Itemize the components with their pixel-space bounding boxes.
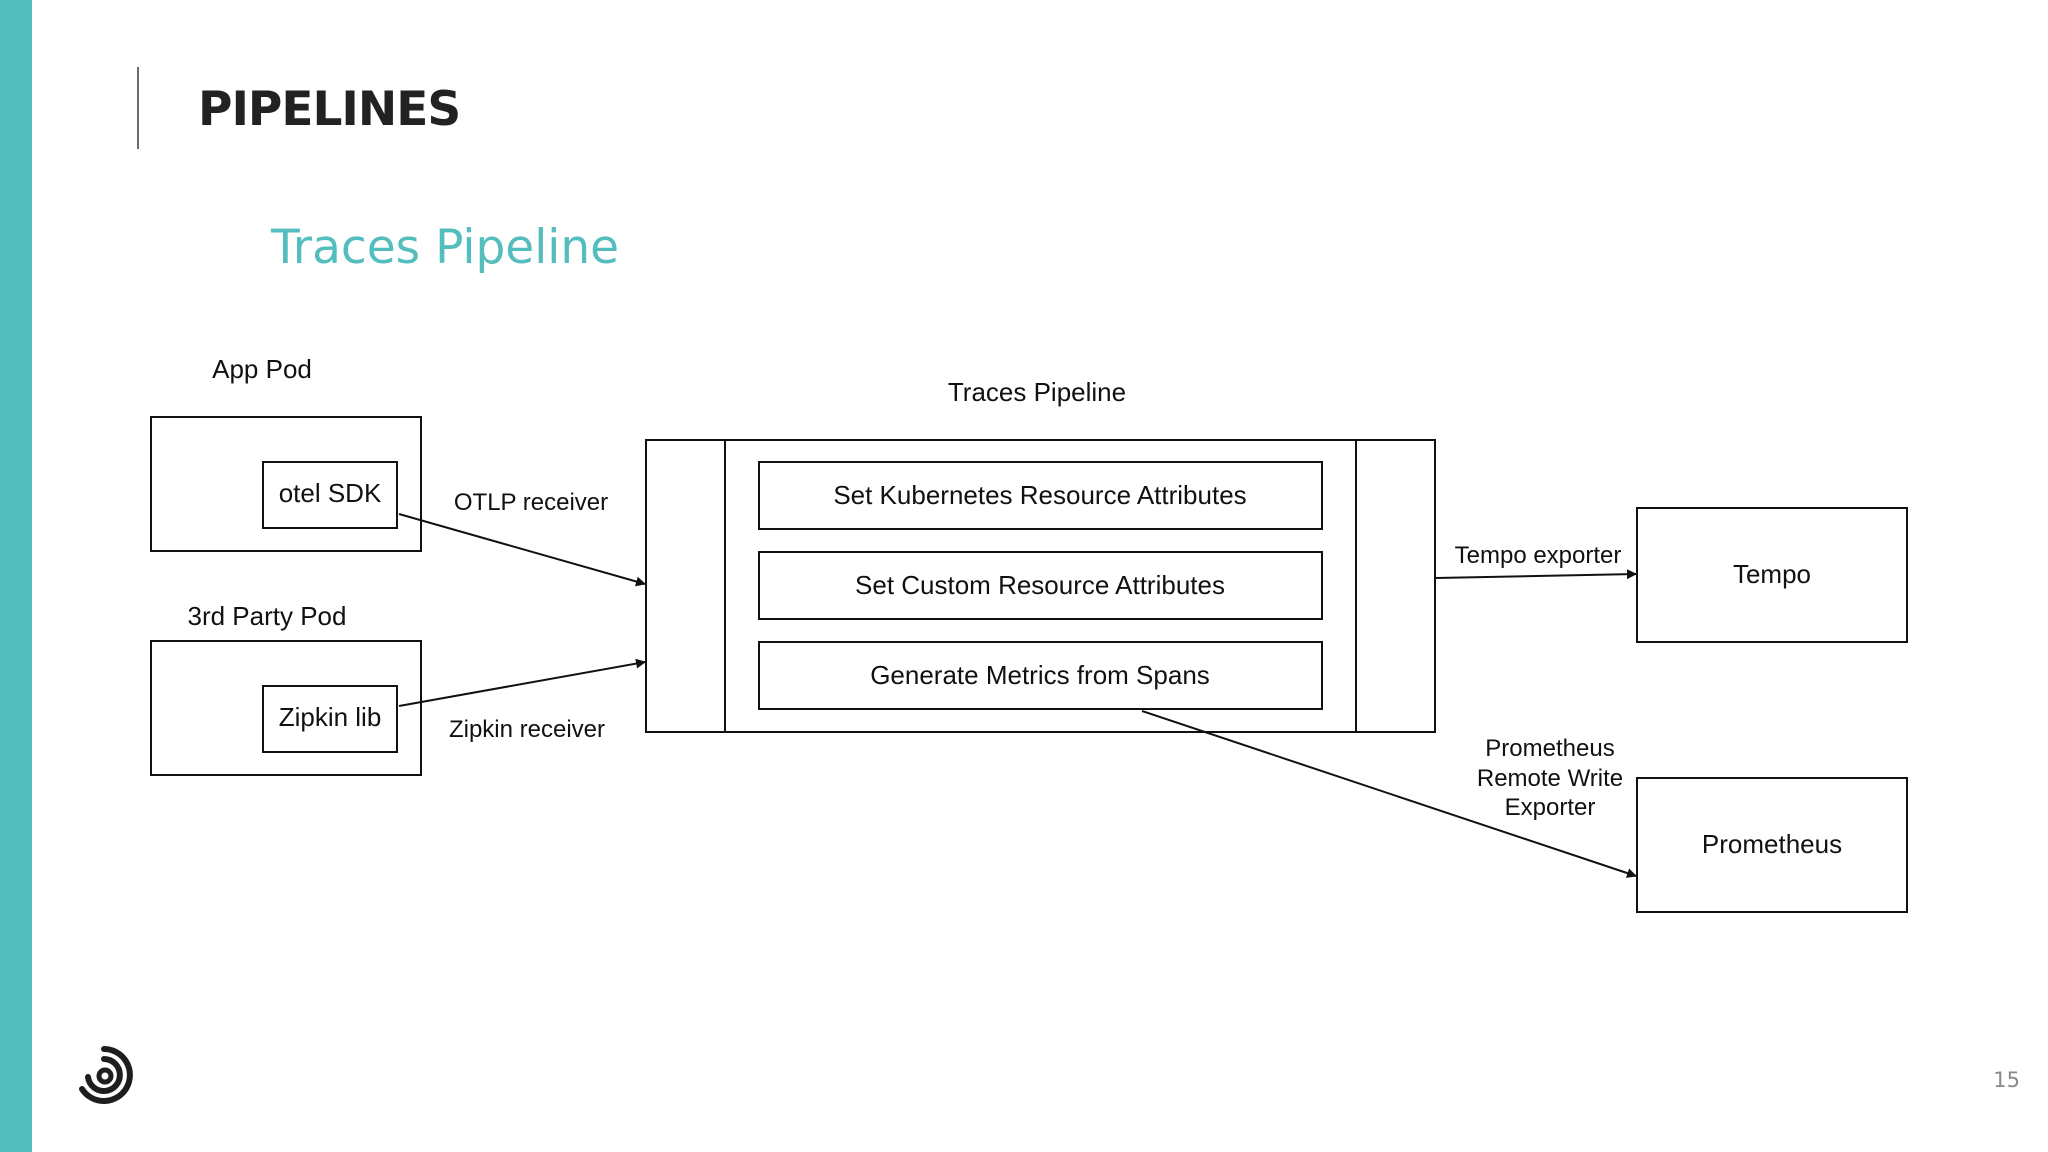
processor-box bbox=[758, 641, 1323, 710]
zipkin-lib-box bbox=[262, 685, 398, 753]
tempo-label: Tempo bbox=[1733, 559, 1811, 589]
zipkin-lib-label: Zipkin lib bbox=[279, 702, 382, 732]
app-pod-box bbox=[150, 416, 422, 552]
processor-label: Generate Metrics from Spans bbox=[870, 660, 1210, 690]
accent-bar bbox=[0, 0, 32, 1152]
prometheus-label: Prometheus bbox=[1702, 829, 1842, 859]
processor-box bbox=[758, 461, 1323, 530]
processor-box bbox=[758, 551, 1323, 620]
prometheus-box bbox=[1636, 777, 1908, 913]
prometheus-exporter-label: Remote Write bbox=[1477, 765, 1623, 792]
title-divider bbox=[137, 67, 139, 149]
tempo-arrow bbox=[1435, 569, 1637, 580]
pipeline-box bbox=[645, 439, 1436, 733]
otlp-arrow bbox=[398, 513, 646, 587]
prometheus-exporter-label: Exporter bbox=[1505, 794, 1596, 821]
otel-sdk-box bbox=[262, 461, 398, 529]
tempo-exporter-label: Tempo exporter bbox=[1455, 542, 1622, 569]
third-party-pod-box bbox=[150, 640, 422, 776]
zipkin-receiver-label: Zipkin receiver bbox=[449, 716, 605, 743]
slide-title: PIPELINES bbox=[198, 82, 461, 137]
prometheus-exporter-label: Prometheus bbox=[1485, 735, 1614, 762]
processor-label: Set Kubernetes Resource Attributes bbox=[833, 480, 1246, 510]
pipeline-label: Traces Pipeline bbox=[948, 377, 1126, 407]
otel-sdk-label: otel SDK bbox=[279, 478, 382, 508]
tempo-box bbox=[1636, 507, 1908, 643]
app-pod-label: App Pod bbox=[212, 354, 312, 384]
processor-label: Set Custom Resource Attributes bbox=[855, 570, 1225, 600]
swirl-logo-icon bbox=[79, 1046, 133, 1104]
zipkin-arrow bbox=[398, 658, 646, 707]
page-number: 15 bbox=[1993, 1068, 2020, 1092]
slide-subtitle: Traces Pipeline bbox=[271, 220, 620, 275]
prometheus-arrow bbox=[1141, 710, 1637, 878]
otlp-receiver-label: OTLP receiver bbox=[454, 489, 608, 516]
third-party-pod-label: 3rd Party Pod bbox=[188, 601, 347, 631]
